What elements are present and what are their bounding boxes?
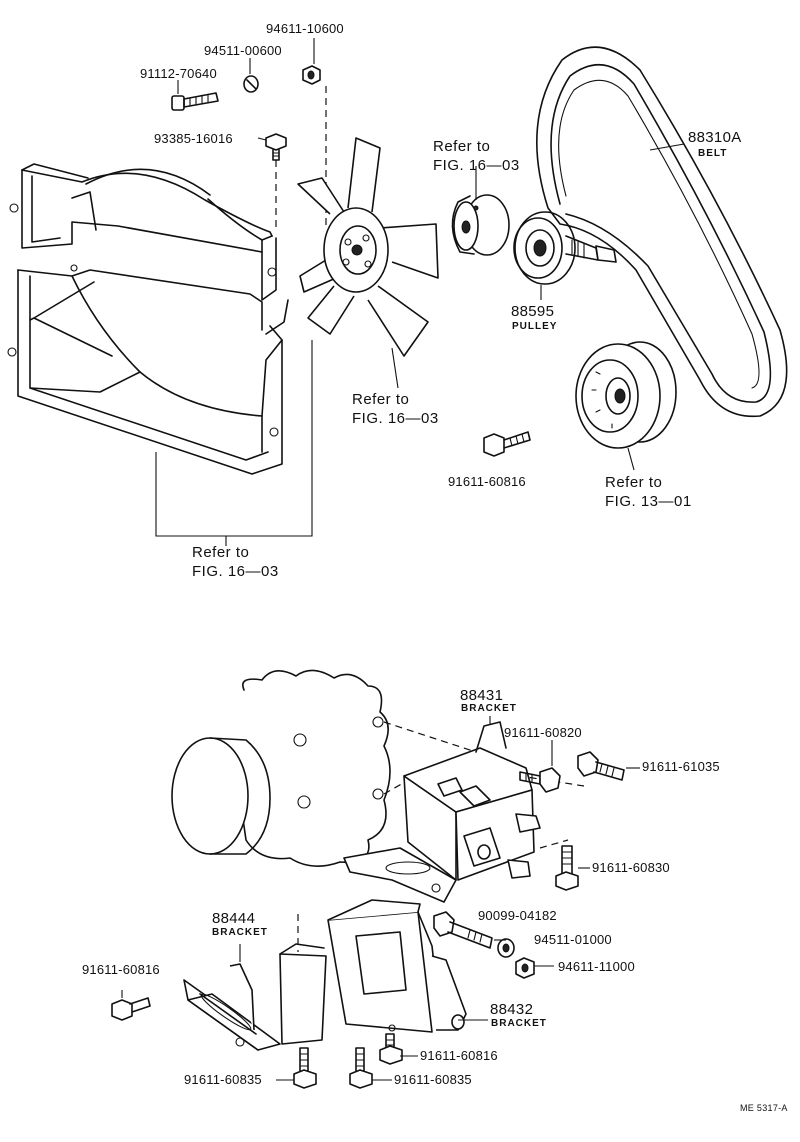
bracket-88432-number: 88432: [490, 1001, 534, 1018]
ref-fan-hub: Refer to FIG. 16—03: [433, 137, 520, 175]
bolt-91611-60816-top[interactable]: [483, 431, 531, 457]
label-part-91611-60816-bottom: 91611-60816: [420, 1048, 498, 1063]
label-part-90099-04182: 90099-04182: [478, 908, 557, 923]
ref-fan-hub-line1: Refer to: [433, 138, 491, 155]
ref-fan-line1: Refer to: [352, 391, 410, 408]
belt-number: 88310A: [688, 129, 742, 146]
nut-94611-11000[interactable]: [515, 957, 535, 979]
crank-pulley: [575, 341, 677, 449]
washer-94511-01000[interactable]: [497, 938, 515, 958]
ref-shroud-line2: FIG. 16—03: [192, 563, 279, 580]
injection-pump-body: [171, 669, 391, 867]
bracket-88431-name: BRACKET: [461, 703, 517, 714]
washer-94511-00600[interactable]: [243, 75, 259, 93]
label-part-94511-01000: 94511-01000: [534, 932, 612, 947]
label-part-91611-60816-top: 91611-60816: [448, 474, 526, 489]
bracket-88444-number: 88444: [212, 910, 256, 927]
label-part-91611-60835-right: 91611-60835: [394, 1072, 472, 1087]
pulley-number: 88595: [511, 303, 555, 320]
ref-fan: Refer to FIG. 16—03: [352, 390, 439, 428]
ref-shroud: Refer to FIG. 16—03: [192, 543, 279, 581]
diagram-code: ME 5317-A: [740, 1103, 788, 1113]
fan-hub: [451, 194, 510, 256]
label-part-91611-60830: 91611-60830: [592, 860, 670, 875]
label-part-94511-00600: 94511-00600: [204, 43, 282, 58]
nut-94611-10600[interactable]: [302, 65, 321, 85]
bolt-91611-60816-bottom[interactable]: [379, 1033, 403, 1065]
label-part-94611-10600: 94611-10600: [266, 21, 344, 36]
bracket-88431[interactable]: [343, 721, 541, 903]
fan-blade-assembly: [297, 137, 439, 357]
pulley-88595[interactable]: [513, 211, 617, 285]
bracket-88444-name: BRACKET: [212, 927, 268, 938]
bolt-90099-04182[interactable]: [433, 911, 493, 949]
fan-shroud-lower: [7, 267, 289, 475]
pulley-name: PULLEY: [512, 321, 558, 332]
bolt-93385-16016[interactable]: [265, 133, 287, 161]
ref-crank-pulley-line1: Refer to: [605, 474, 663, 491]
bracket-88444[interactable]: [183, 943, 327, 1051]
bolt-91611-60830[interactable]: [555, 845, 579, 891]
ref-shroud-line1: Refer to: [192, 544, 250, 561]
bracket-88431-number: 88431: [460, 687, 504, 704]
label-part-91112-70640: 91112-70640: [140, 66, 217, 81]
bolt-91611-60816-left[interactable]: [111, 997, 151, 1021]
ref-fan-hub-line2: FIG. 16—03: [433, 157, 520, 174]
v-belt-88310A[interactable]: [536, 46, 788, 418]
label-part-93385-16016: 93385-16016: [154, 131, 233, 146]
belt-name: BELT: [698, 148, 728, 159]
label-part-91611-60820: 91611-60820: [504, 725, 582, 740]
bolt-91611-60835-right[interactable]: [349, 1047, 373, 1089]
ref-crank-pulley-line2: FIG. 13—01: [605, 493, 692, 510]
label-part-91611-60835-left: 91611-60835: [184, 1072, 262, 1087]
bolt-91611-61035[interactable]: [577, 751, 625, 781]
bolt-91112-70640[interactable]: [171, 92, 219, 111]
label-part-94611-11000: 94611-11000: [558, 959, 635, 974]
bolt-91611-60835-left[interactable]: [293, 1047, 317, 1089]
bracket-88432[interactable]: [327, 899, 467, 1033]
ref-fan-line2: FIG. 16—03: [352, 410, 439, 427]
fan-shroud-upper: [9, 163, 277, 301]
label-part-91611-60816-left: 91611-60816: [82, 962, 160, 977]
ref-crank-pulley: Refer to FIG. 13—01: [605, 473, 692, 511]
bracket-88432-name: BRACKET: [491, 1018, 547, 1029]
bolt-91611-60820[interactable]: [519, 767, 561, 793]
label-part-91611-61035: 91611-61035: [642, 759, 720, 774]
